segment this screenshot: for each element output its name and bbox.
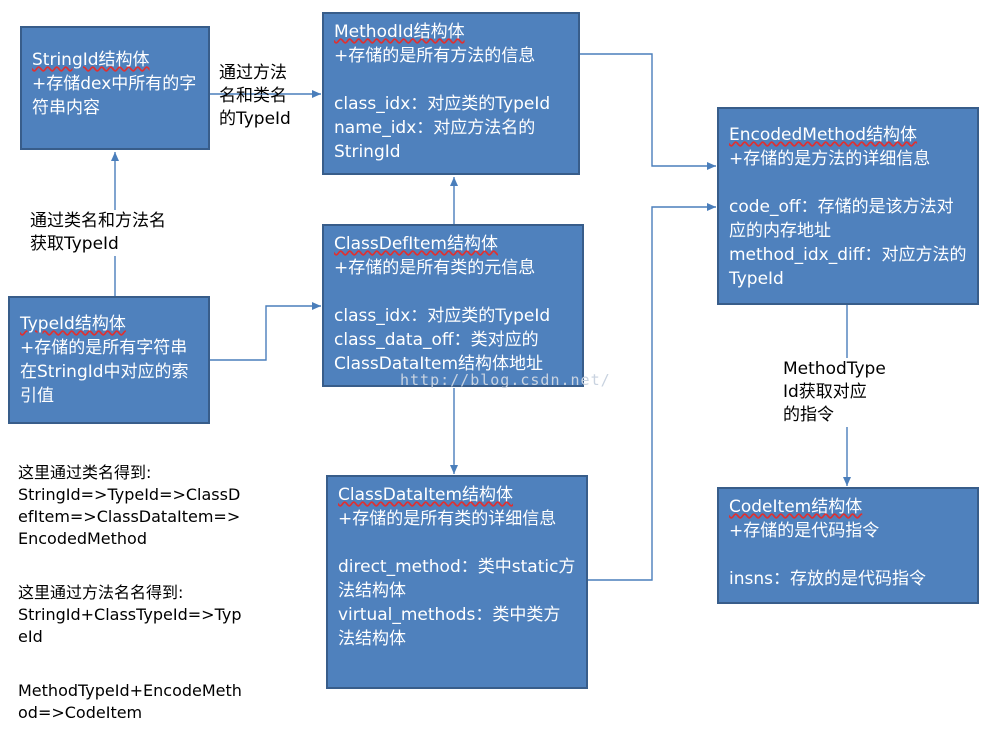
- classdata-virtual-methods: virtual_methods：类中类方法结构体: [338, 605, 561, 649]
- encoded-title: EncodedMethod结构体: [729, 125, 918, 145]
- classdata-direct-method: direct_method：类中static方法结构体: [338, 557, 576, 601]
- note-class-path: 这里通过类名得到: StringId=>TypeId=>ClassDefItem…: [18, 463, 241, 548]
- note-method-path: 这里通过方法名名得到: StringId+ClassTypeId=>TypeId: [18, 583, 242, 646]
- typeid-title: TypeId结构体: [20, 314, 126, 334]
- typeid-box: TypeId结构体 +存储的是所有字符串在StringId中对应的索引值: [8, 296, 210, 424]
- encoded-desc: +存储的是方法的详细信息: [729, 149, 931, 169]
- encodedmethod-box: EncodedMethod结构体 +存储的是方法的详细信息 code_off：存…: [717, 107, 979, 305]
- methodid-name-idx: name_idx：对应方法名的StringId: [334, 118, 536, 162]
- encoded-method-idx-diff: method_idx_diff：对应方法的TypeId: [729, 245, 967, 289]
- classdef-spacer: [334, 280, 572, 304]
- methodid-box: MethodId结构体 +存储的是所有方法的信息 class_idx：对应类的T…: [322, 12, 580, 175]
- methodid-title: MethodId结构体: [334, 22, 465, 42]
- arrow-methodid-to-encoded: [580, 53, 716, 170]
- classdef-title: ClassDefItem结构体: [334, 234, 498, 254]
- typeid-desc: +存储的是所有字符串在StringId中对应的索引值: [20, 338, 189, 406]
- encoded-spacer: [729, 171, 967, 195]
- classdef-desc: +存储的是所有类的元信息: [334, 258, 536, 278]
- classdefitem-box: ClassDefItem结构体 +存储的是所有类的元信息 class_idx：对…: [322, 224, 584, 387]
- stringid-title: StringId结构体: [32, 50, 150, 70]
- label-encoded-to-codeitem: MethodType Id获取对应 的指令: [783, 358, 886, 427]
- stringid-desc: +存储dex中所有的字符串内容: [32, 74, 197, 118]
- classdata-spacer: [338, 531, 576, 555]
- methodid-spacer: [334, 68, 568, 92]
- classdef-class-idx: class_idx：对应类的TypeId: [334, 306, 551, 326]
- classdata-desc: +存储的是所有类的详细信息: [338, 509, 557, 529]
- methodid-desc: +存储的是所有方法的信息: [334, 46, 536, 66]
- codeitem-spacer: [729, 543, 967, 567]
- label-typeid-to-stringid: 通过类名和方法名 获取TypeId: [30, 210, 166, 256]
- note-codeitem-path: MethodTypeId+EncodeMethod=>CodeItem: [18, 681, 242, 722]
- stringid-box: StringId结构体 +存储dex中所有的字符串内容: [20, 26, 210, 150]
- codeitem-desc: +存储的是代码指令: [729, 521, 880, 541]
- arrow-typeid-to-classdef: [210, 302, 321, 361]
- methodid-class-idx: class_idx：对应类的TypeId: [334, 94, 551, 114]
- codeitem-title: CodeItem结构体: [729, 497, 863, 517]
- classdef-class-data-off: class_data_off：类对应的ClassDataItem结构体地址: [334, 330, 544, 374]
- watermark: http://blog.csdn.net/: [400, 371, 611, 389]
- encoded-code-off: code_off：存储的是该方法对应的内存地址: [729, 197, 954, 241]
- codeitem-insns: insns：存放的是代码指令: [729, 569, 926, 589]
- arrow-classdata-to-encoded: [587, 203, 716, 581]
- classdataitem-box: ClassDataItem结构体 +存储的是所有类的详细信息 direct_me…: [326, 475, 588, 689]
- label-method-to-stringid: 通过方法 名和类名 的TypeId: [219, 63, 291, 129]
- codeitem-box: CodeItem结构体 +存储的是代码指令 insns：存放的是代码指令: [717, 487, 979, 604]
- classdata-title: ClassDataItem结构体: [338, 485, 514, 505]
